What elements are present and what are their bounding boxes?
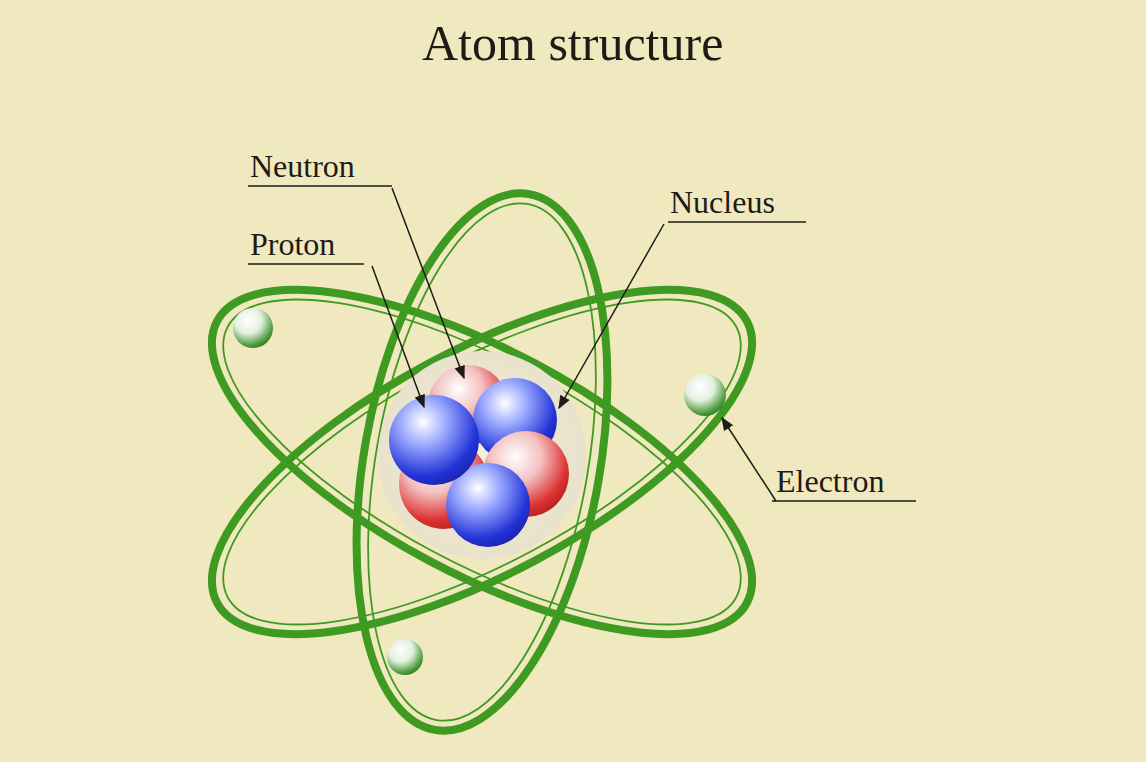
electron [684, 374, 726, 416]
electron [233, 308, 273, 348]
electron-orbit [165, 222, 800, 701]
label-underline [248, 185, 392, 187]
electron-orbit [319, 174, 646, 751]
nucleus [378, 351, 586, 559]
electron [387, 639, 423, 675]
label-underline [772, 500, 916, 502]
orbit-thin [180, 237, 784, 688]
part-label: Nucleus [670, 186, 775, 218]
electron-orbit [165, 222, 800, 701]
part-label: Neutron [250, 150, 355, 182]
part-label: Proton [250, 228, 335, 260]
leader-line [559, 224, 664, 408]
diagram-title: Atom structure [422, 18, 723, 68]
orbit-thin [332, 186, 632, 739]
proton-ball [389, 395, 479, 485]
part-label: Electron [776, 465, 884, 497]
leader-line [722, 418, 776, 501]
label-underline [668, 221, 806, 223]
leader-line [372, 266, 424, 407]
label-underline [248, 263, 364, 265]
orbit-thin [180, 237, 784, 688]
